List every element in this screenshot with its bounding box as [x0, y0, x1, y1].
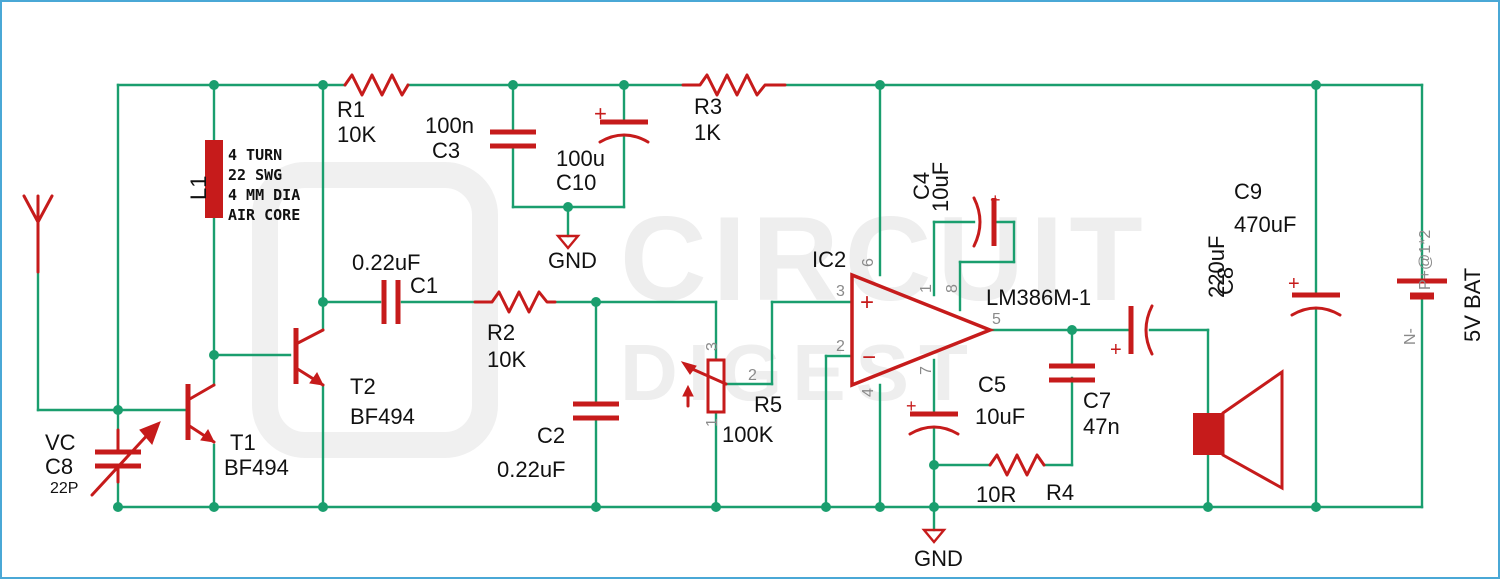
c9-plus: +: [1288, 273, 1300, 295]
transistor-t1: T1 BF494: [185, 383, 289, 480]
l1-ref: L1: [186, 176, 211, 200]
r5-value: 100K: [722, 422, 774, 447]
t1-value: BF494: [224, 455, 289, 480]
l1-note-1: 4 TURN: [228, 146, 282, 164]
battery-symbol: P+@1*2 N- 5V BAT: [1397, 230, 1485, 345]
vc-ref: VC: [45, 430, 76, 455]
t1-ref: T1: [230, 430, 256, 455]
c8-value: 220uF: [1204, 236, 1229, 298]
r2-value: 10K: [487, 347, 526, 372]
capacitor-c3: 100n C3: [425, 113, 536, 163]
capacitor-c5: + C5 10uF: [906, 372, 1025, 436]
ground-symbol-2: GND: [914, 528, 963, 571]
r4-ref: R4: [1046, 480, 1074, 505]
speaker-symbol: [1193, 369, 1284, 491]
r5-ref: R5: [754, 392, 782, 417]
watermark-line2: DIGEST: [620, 328, 978, 417]
c8-ref: C8: [1213, 267, 1238, 295]
r1-value: 10K: [337, 122, 376, 147]
l1-note-4: AIR CORE: [228, 206, 300, 224]
capacitor-c8: + 220uF C8: [1110, 236, 1238, 361]
watermark: CIRCUIT DIGEST: [252, 162, 1149, 458]
c1-value: 0.22uF: [352, 250, 421, 275]
variable-capacitor-vc: VC C8 22P: [45, 421, 161, 497]
ic2-ref: IC2: [812, 247, 846, 272]
t2-value: BF494: [350, 404, 415, 429]
ic2-pin5: 5: [992, 311, 1001, 328]
vc-ref2: C8: [45, 454, 73, 479]
c10-value: 100u: [556, 146, 605, 171]
resistor-r1: R1 10K: [337, 73, 410, 147]
c5-ref: C5: [978, 372, 1006, 397]
r3-ref: R3: [694, 94, 722, 119]
c3-value: 100n: [425, 113, 474, 138]
watermark-line1: CIRCUIT: [620, 192, 1149, 326]
vc-value: 22P: [50, 480, 78, 497]
inductor-l1: L1 4 TURN 22 SWG 4 MM DIA AIR CORE: [186, 140, 300, 224]
l1-note-3: 4 MM DIA: [228, 186, 300, 204]
ic2-value: LM386M-1: [986, 285, 1091, 310]
opamp-ic2: + − 6 3 2 4 1 8 7 5 IC2 LM386M-1: [812, 247, 1091, 397]
c5-plus: +: [906, 396, 917, 416]
capacitor-c10: + 100u C10: [556, 101, 650, 195]
r5-pin1: 1: [704, 418, 721, 427]
capacitor-c9: + C9 470uF: [1234, 179, 1342, 317]
c2-value: 0.22uF: [497, 457, 566, 482]
r2-ref: R2: [487, 320, 515, 345]
r1-ref: R1: [337, 97, 365, 122]
resistor-r3: R3 1K: [681, 73, 787, 145]
c2-ref: C2: [537, 423, 565, 448]
ic2-pin2: 2: [836, 338, 845, 355]
battery-value: 5V BAT: [1460, 268, 1485, 342]
c5-value: 10uF: [975, 404, 1025, 429]
ic2-pin6: 6: [860, 258, 877, 267]
junctions: [113, 80, 1321, 512]
potentiometer-r5: 3 2 1 R5 100K: [680, 342, 782, 447]
r5-pin3: 3: [704, 342, 721, 351]
l1-note-2: 22 SWG: [228, 166, 282, 184]
c9-ref: C9: [1234, 179, 1262, 204]
battery-neg-label: N-: [1402, 328, 1419, 345]
resistor-r2: R2 10K: [473, 290, 557, 372]
c8-plus: +: [1110, 339, 1122, 361]
c4-value: 10uF: [928, 162, 953, 212]
ic2-pin8: 8: [944, 284, 961, 293]
c10-plus: +: [594, 101, 607, 126]
c4-ref: C4: [909, 172, 934, 200]
capacitor-c2: C2 0.22uF: [497, 401, 619, 482]
ic2-pin4: 4: [860, 388, 877, 397]
c10-ref: C10: [556, 170, 596, 195]
r4-value: 10R: [976, 482, 1016, 507]
gnd-label-2: GND: [914, 546, 963, 571]
c3-ref: C3: [432, 138, 460, 163]
capacitor-c4: + C4 10uF: [909, 162, 1001, 248]
transistor-t2: T2 BF494: [293, 328, 415, 429]
gnd-label-1: GND: [548, 248, 597, 273]
battery-pos-label: P+@1*2: [1417, 230, 1434, 290]
c1-ref: C1: [410, 273, 438, 298]
antenna-symbol: [22, 194, 54, 274]
t2-ref: T2: [350, 374, 376, 399]
ic2-minus: −: [862, 344, 876, 371]
r3-value: 1K: [694, 120, 721, 145]
c9-value: 470uF: [1234, 212, 1296, 237]
ground-symbol-1: GND: [548, 234, 597, 273]
capacitor-c7: C7 47n: [1049, 363, 1120, 439]
resistor-r4: 10R R4: [976, 453, 1074, 507]
ic2-pin3: 3: [836, 283, 845, 300]
c7-ref: C7: [1083, 388, 1111, 413]
c7-value: 47n: [1083, 414, 1120, 439]
c4-plus: +: [990, 190, 1001, 210]
ic2-pin7: 7: [918, 366, 935, 375]
ic2-pin1: 1: [918, 284, 935, 293]
capacitor-c1: 0.22uF C1: [352, 250, 438, 324]
ic2-plus: +: [860, 289, 874, 316]
r5-pin2: 2: [748, 367, 757, 384]
